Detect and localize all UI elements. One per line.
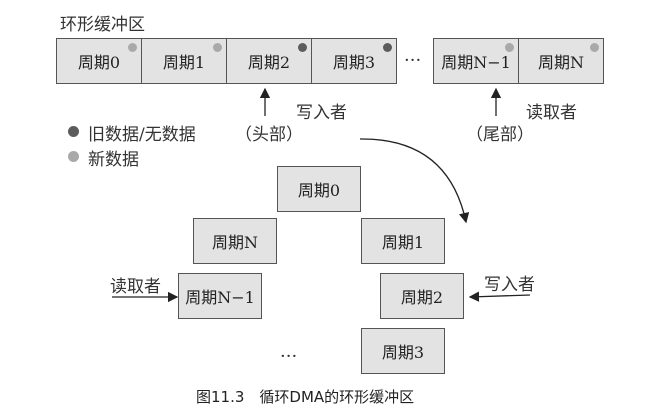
ring-node-label: 周期0 [297, 181, 341, 200]
ring-node-n-minus-1: 周期N−1 [178, 273, 262, 319]
ring-node-label: 周期3 [381, 343, 425, 362]
buffer-cell-n: 周期N [518, 38, 604, 84]
new-data-legend-icon [68, 151, 79, 162]
transform-curve-arrow [359, 138, 470, 224]
ring-writer-label: 写入者 [484, 275, 535, 295]
new-data-dot [213, 43, 222, 52]
buffer-cell-label: 周期1 [162, 53, 206, 72]
ring-writer-arrow [468, 291, 531, 302]
buffer-cell-label: 周期0 [77, 53, 121, 72]
new-data-dot [128, 43, 137, 52]
ring-node-label: 周期1 [381, 233, 425, 252]
buffer-cell-2: 周期2 [226, 38, 312, 84]
writer-label: 写入者 [296, 103, 347, 123]
tail-label: （尾部） [466, 125, 534, 145]
old-data-dot [383, 43, 392, 52]
ring-node-label: 周期N [211, 233, 258, 252]
head-label: （头部） [235, 125, 303, 145]
buffer-cell-label: 周期N−1 [441, 53, 511, 72]
buffer-cell-3: 周期3 [311, 38, 397, 84]
buffer-cell-label: 周期2 [247, 53, 291, 72]
new-data-dot [505, 43, 514, 52]
new-data-dot [590, 43, 599, 52]
ring-node-label: 周期2 [400, 288, 444, 307]
ring-ellipsis: ··· [280, 346, 298, 367]
reader-label: 读取者 [526, 103, 577, 123]
buffer-cell-label: 周期3 [332, 53, 376, 72]
ring-node-1: 周期1 [361, 218, 445, 264]
ring-node-3: 周期3 [361, 328, 445, 374]
ring-reader-label: 读取者 [110, 277, 161, 297]
legend-old-label: 旧数据/无数据 [88, 125, 196, 145]
old-data-legend-icon [68, 126, 79, 137]
buffer-ellipsis: ··· [404, 50, 422, 71]
ring-node-label: 周期N−1 [185, 288, 255, 307]
figure-caption: 图11.3 循环DMA的环形缓冲区 [196, 388, 415, 406]
ring-node-n: 周期N [193, 218, 277, 264]
buffer-cell-1: 周期1 [141, 38, 227, 84]
old-data-dot [298, 43, 307, 52]
ring-node-2: 周期2 [380, 273, 464, 319]
legend-new-label: 新数据 [88, 150, 139, 170]
buffer-cell-n-minus-1: 周期N−1 [433, 38, 519, 84]
diagram-title: 环形缓冲区 [60, 15, 145, 35]
buffer-cell-label: 周期N [537, 53, 584, 72]
ring-node-0: 周期0 [277, 166, 361, 212]
